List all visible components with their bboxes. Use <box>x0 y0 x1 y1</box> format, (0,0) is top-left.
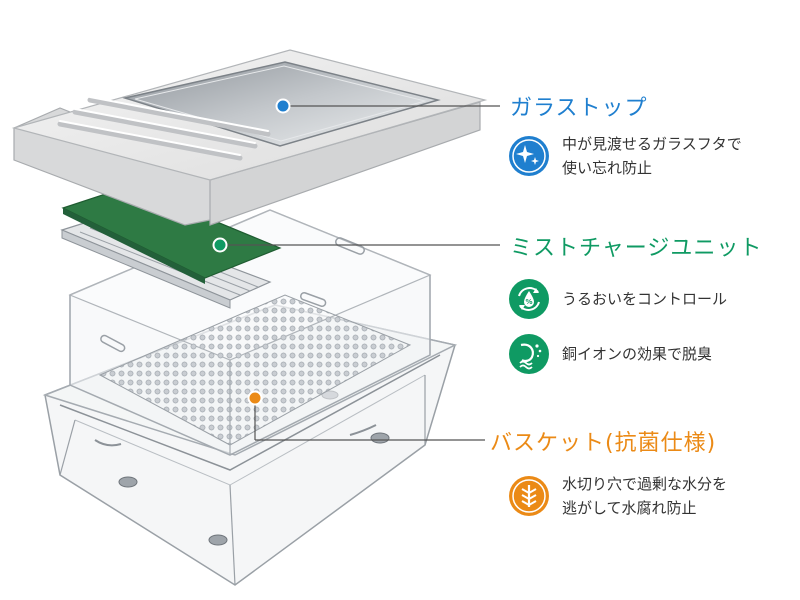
drain-holes-icon <box>509 476 549 516</box>
glass-lid <box>11 49 488 226</box>
feature-text-line: 逃がして水腐れ防止 <box>562 499 697 517</box>
feature-drain-holes: 水切り穴で過剰な水分を 逃がして水腐れ防止 <box>508 472 727 520</box>
odor-removal-icon <box>509 334 549 374</box>
feature-text-line: 使い忘れ防止 <box>562 159 653 177</box>
basket-title: バスケット(抗菌仕様) <box>490 431 717 456</box>
svg-text:%: % <box>525 298 532 306</box>
feature-text-line: 銅イオンの効果で脱臭 <box>562 345 713 363</box>
sparkle-icon <box>509 136 549 176</box>
callout-top <box>275 98 500 114</box>
feature-text-line: うるおいをコントロール <box>562 290 728 308</box>
callout-bottom <box>247 390 485 441</box>
callout-middle <box>212 237 500 253</box>
feature-text-line: 中が見渡せるガラスフタで <box>562 135 742 153</box>
glass-top-title: ガラストップ <box>510 96 648 121</box>
feature-text-line: 水切り穴で過剰な水分を <box>562 475 728 493</box>
feature-see-inside: 中が見渡せるガラスフタで 使い忘れ防止 <box>508 132 742 180</box>
humidity-cycle-icon: % <box>509 279 549 319</box>
mist-charge-unit-title: ミストチャージユニット <box>510 236 763 261</box>
mist-charge-unit <box>60 185 282 309</box>
feature-moisture-control: % うるおいをコントロール <box>508 278 727 320</box>
feature-deodorize: 銅イオンの効果で脱臭 <box>508 333 712 375</box>
